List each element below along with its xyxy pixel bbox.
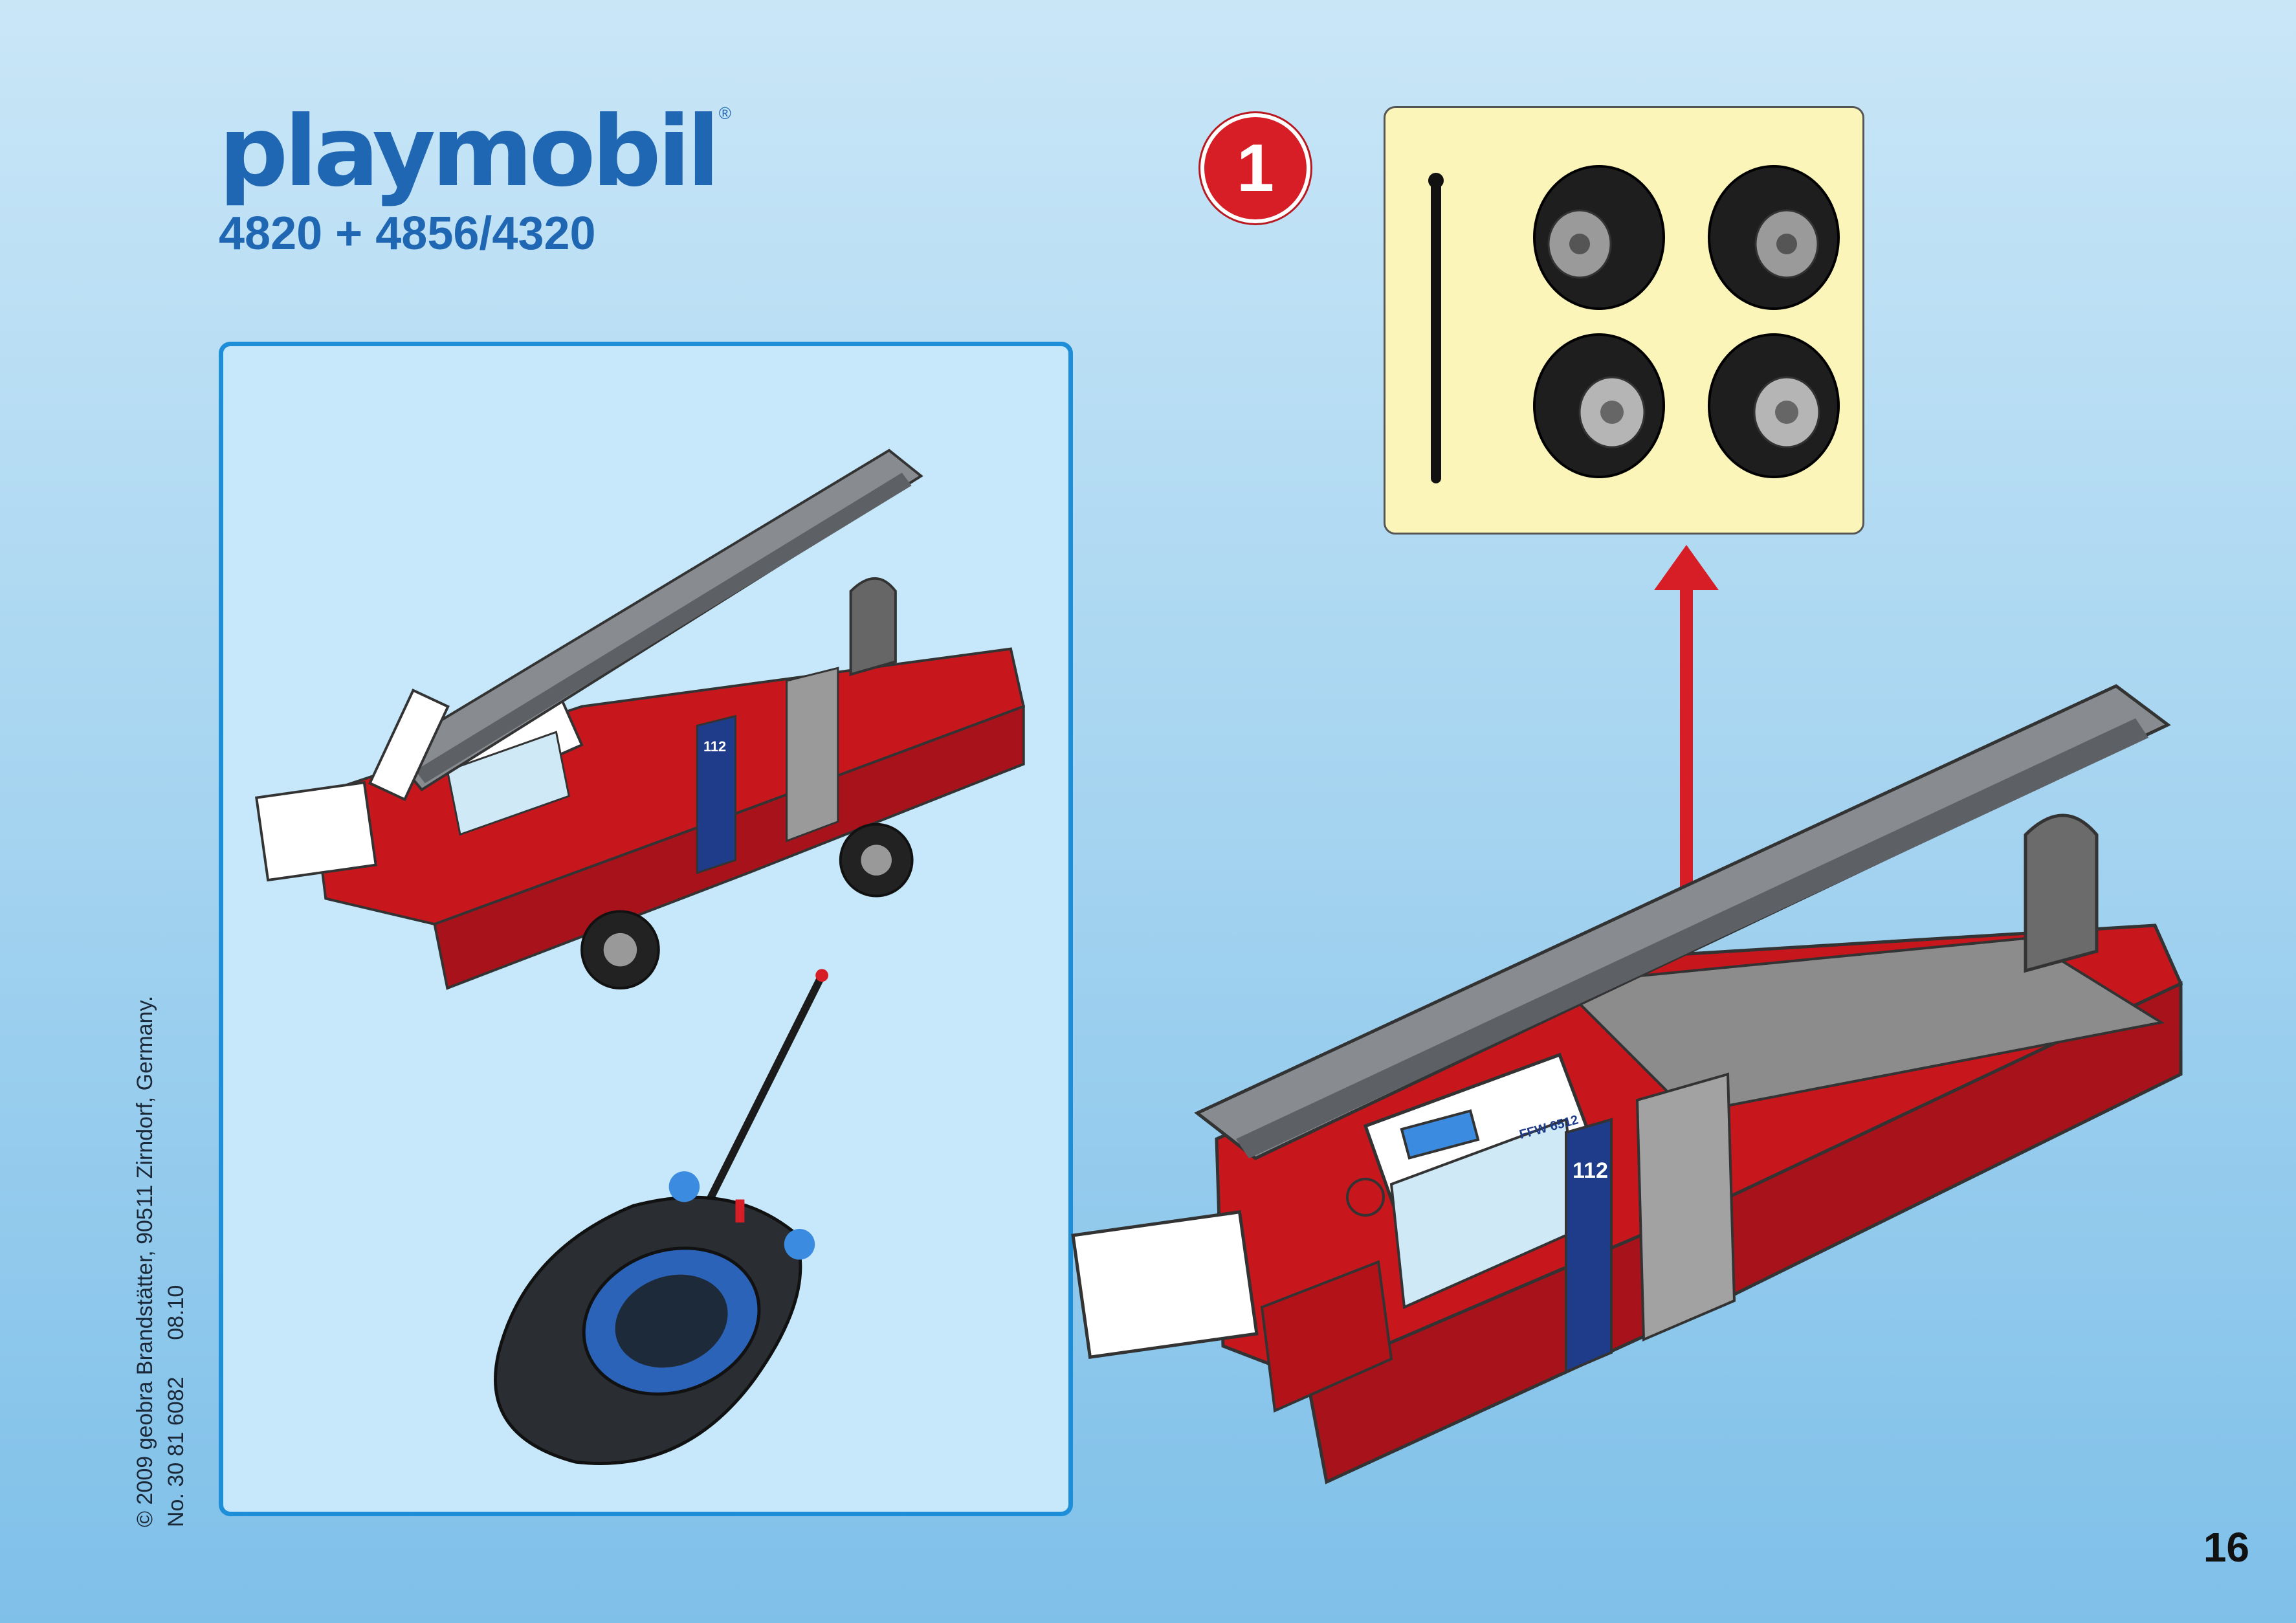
- wheel-part-4: [1709, 335, 1838, 477]
- main-fire-truck-illustration: 112 FFW 6512: [1068, 621, 2200, 1527]
- parts-box: [1384, 106, 1864, 535]
- door-label: 112: [1573, 1158, 1608, 1183]
- overview-panel: 112: [219, 342, 1073, 1516]
- copyright-line-1: © 2009 geobra Brandstätter, 90511 Zirndo…: [129, 880, 160, 1527]
- overview-fire-truck-illustration: 112: [256, 450, 1024, 988]
- page-number: 16: [2203, 1523, 2249, 1571]
- overview-door-label: 112: [703, 738, 726, 755]
- remote-control-illustration: [495, 969, 828, 1463]
- wheel-part-3: [1534, 335, 1664, 477]
- registered-mark: ®: [719, 104, 731, 123]
- overview-illustration: 112: [223, 346, 1068, 1512]
- logo-wordmark: playmobil: [219, 96, 716, 208]
- copyright-line-2: No. 30 81 6082 08.10: [160, 880, 192, 1527]
- playmobil-logo: playmobil®: [219, 104, 672, 214]
- parts-illustration: [1385, 108, 1866, 536]
- wheel-part-1: [1534, 166, 1664, 309]
- step-number-badge: 1: [1200, 113, 1310, 223]
- antenna-rod-part: [1428, 173, 1444, 483]
- model-numbers: 4820 + 4856/4320: [219, 207, 596, 260]
- wheel-part-2: [1709, 166, 1838, 309]
